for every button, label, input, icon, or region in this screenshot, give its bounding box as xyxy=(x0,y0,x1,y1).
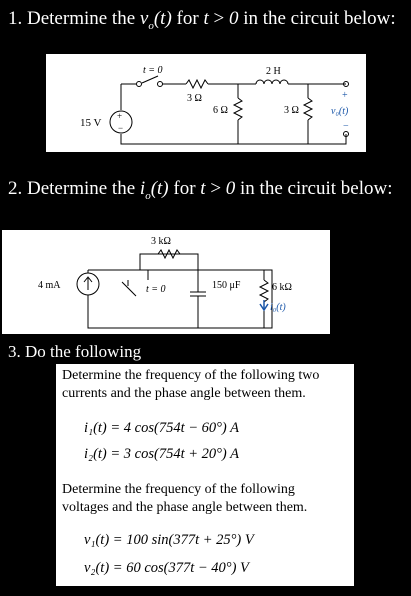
q3-heading: 3. Do the following xyxy=(8,342,142,361)
source-plus-sign: + xyxy=(117,111,122,121)
eq-v2: v₂(t) = 60 cos(377t − 40°) V xyxy=(84,560,249,576)
q1-switch-label: t = 0 xyxy=(143,65,163,76)
q1-circuit-diagram: + − 15 V t = 0 3 Ω 2 H 6 Ω 3 Ω + v₀(t) − xyxy=(80,65,349,145)
q3-content-box: Determine the frequency of the following… xyxy=(56,364,354,586)
q1-r1-label: 3 Ω xyxy=(187,93,202,104)
eq-i1: i₁(t) = 4 cos(754t − 60°) A xyxy=(84,420,239,436)
source-minus-sign: − xyxy=(118,123,123,133)
q2-title: 2. Determine the io(t) for t > 0 in the … xyxy=(8,178,393,202)
q1-source-label: 15 V xyxy=(80,117,102,129)
q1-inductor-label: 2 H xyxy=(266,66,281,77)
output-terminal-top xyxy=(343,81,349,87)
q2-switch-label: t = 0 xyxy=(146,284,166,295)
q1-output-label: v₀(t) xyxy=(331,106,349,117)
q3-p2-line2: voltages and the phase angle between the… xyxy=(62,500,308,515)
q1-circuit-panel: + − 15 V t = 0 3 Ω 2 H 6 Ω 3 Ω + v₀(t) − xyxy=(46,54,366,152)
q2-r1-label: 3 kΩ xyxy=(151,236,171,247)
q2-cap-label: 150 μF xyxy=(212,280,241,291)
q2-r2-label: 6 kΩ xyxy=(272,282,292,293)
q2-current-label: i₀(t) xyxy=(270,302,286,313)
output-terminal-bottom xyxy=(343,131,349,137)
q2-circuit-panel: 3 kΩ 4 mA t = 0 150 μF 6 kΩ i₀(t) xyxy=(2,230,330,334)
q3-p1-line1: Determine the frequency of the following… xyxy=(62,368,320,383)
eq-v1: v₁(t) = 100 sin(377t + 25°) V xyxy=(84,532,254,548)
q2-source-label: 4 mA xyxy=(38,280,61,291)
q3-p1-line2: currents and the phase angle between the… xyxy=(62,386,306,401)
q1-output-plus: + xyxy=(342,90,348,101)
q1-output-minus: − xyxy=(343,121,349,132)
q1-title: 1. Determine the vo(t) for t > 0 in the … xyxy=(8,8,396,32)
eq-i2: i₂(t) = 3 cos(754t + 20°) A xyxy=(84,446,239,462)
q3-p2-line1: Determine the frequency of the following xyxy=(62,482,295,497)
q1-r2-label: 6 Ω xyxy=(213,105,228,116)
q1-r3-label: 3 Ω xyxy=(284,105,299,116)
q2-circuit-diagram: 3 kΩ 4 mA t = 0 150 μF 6 kΩ i₀(t) xyxy=(38,236,292,329)
